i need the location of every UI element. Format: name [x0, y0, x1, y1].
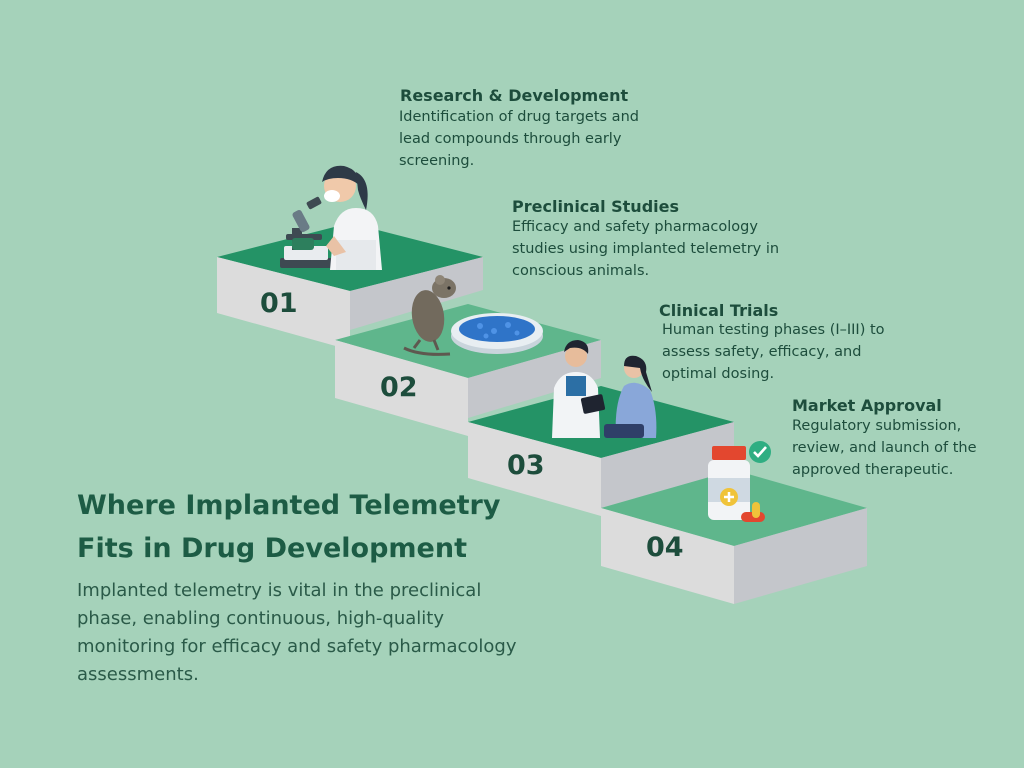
rat-petri-dish-icon	[403, 275, 543, 356]
step-title-3: Clinical Trials	[659, 301, 779, 320]
step-title-1: Research & Development	[400, 86, 629, 105]
medicine-bottle-check-icon	[708, 441, 771, 522]
page-description: Implanted telemetry is vital in the prec…	[77, 580, 517, 685]
page-title: Where Implanted Telemetry Fits in Drug D…	[77, 490, 501, 564]
step-block-3	[468, 386, 734, 516]
step-number-2: 02	[380, 372, 418, 403]
step-block-4	[601, 470, 867, 604]
step-description-4: Regulatory submission, review, and launc…	[792, 418, 977, 478]
step-number-4: 04	[646, 532, 684, 563]
step-description-3: Human testing phases (I–III) to assess s…	[662, 322, 885, 382]
step-description-1: Identification of drug targets and lead …	[399, 109, 639, 169]
scientist-microscope-icon	[280, 165, 382, 270]
step-description-2: Efficacy and safety pharmacology studies…	[512, 219, 780, 279]
step-title-4: Market Approval	[792, 396, 942, 415]
step-number-1: 01	[260, 288, 298, 319]
doctor-patient-icon	[552, 340, 657, 438]
step-title-2: Preclinical Studies	[512, 197, 680, 216]
step-number-3: 03	[507, 450, 545, 481]
